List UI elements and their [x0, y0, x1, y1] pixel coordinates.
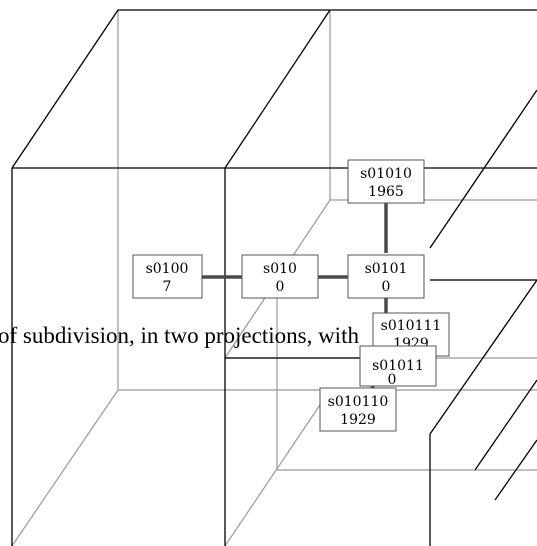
node-s010110: s010110 1929 — [319, 387, 397, 432]
node-value: 1929 — [340, 412, 376, 428]
node-name: s01011 — [372, 358, 424, 374]
node-box — [241, 254, 319, 299]
caption-text: of subdivision, in two projections, with — [0, 323, 359, 348]
node-s0101: s0101 0 — [347, 254, 425, 299]
node-value: 0 — [382, 279, 391, 295]
node-value: 1965 — [368, 184, 404, 200]
node-value: 0 — [276, 279, 285, 295]
node-s0100: s0100 7 — [132, 254, 203, 299]
cube-front-edges — [11, 9, 537, 546]
node-name: s010 — [263, 261, 297, 277]
node-value: 7 — [163, 279, 172, 295]
node-s01010: s01010 1965 — [347, 159, 425, 204]
node-name: s010111 — [381, 318, 442, 334]
node-name: s01010 — [360, 166, 412, 182]
node-box — [347, 254, 425, 299]
node-value: 0 — [388, 372, 397, 388]
node-name: s010110 — [328, 394, 389, 410]
node-box — [132, 254, 203, 299]
node-box — [347, 159, 425, 204]
node-s010: s010 0 — [241, 254, 319, 299]
node-box — [319, 387, 397, 432]
node-name: s0101 — [365, 261, 408, 277]
node-name: s0100 — [146, 261, 189, 277]
node-box — [359, 345, 437, 387]
node-s01011: s01011 0 — [359, 345, 437, 388]
